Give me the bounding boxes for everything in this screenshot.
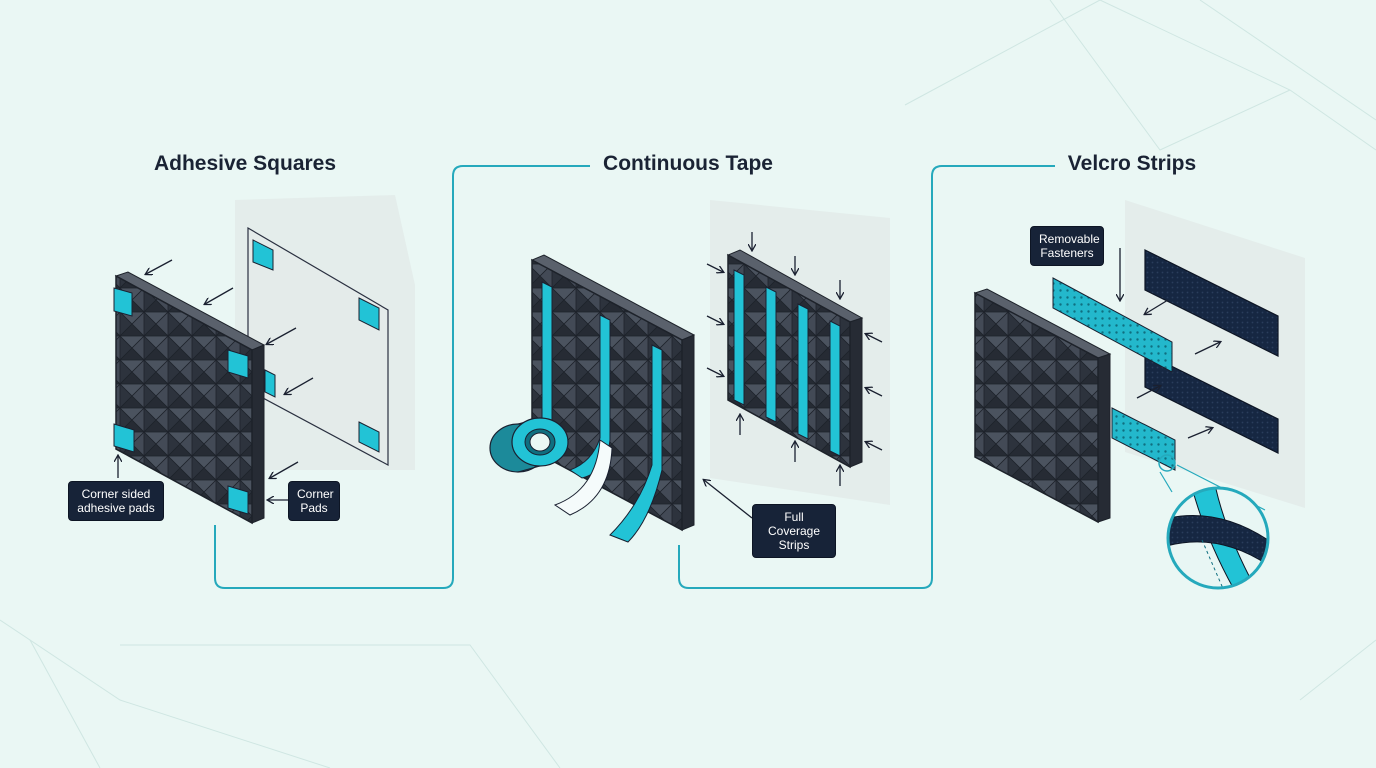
velcro-strips-illustration bbox=[973, 200, 1305, 590]
velcro-wall-strip-top bbox=[1144, 249, 1279, 357]
adhesive-squares-illustration bbox=[113, 195, 415, 525]
velcro-wall-strip-bottom bbox=[1144, 352, 1279, 454]
corner-pad bbox=[113, 287, 133, 317]
acoustic-panel bbox=[115, 274, 253, 525]
callout-corner-pads: Corner Pads bbox=[288, 481, 340, 521]
corner-pad bbox=[113, 423, 135, 453]
callout-corner-sided-adhesive-pads: Corner sided adhesive pads bbox=[68, 481, 164, 521]
callout-removable-fasteners: Removable Fasteners bbox=[1030, 226, 1104, 266]
tape-roll bbox=[489, 417, 569, 473]
adhesive-square-tl bbox=[252, 239, 274, 271]
acoustic-panel bbox=[974, 291, 1099, 524]
callout-full-coverage-strips: Full Coverage Strips bbox=[752, 504, 836, 558]
section-connector-lines bbox=[214, 165, 1055, 589]
section-title-continuous-tape: Continuous Tape bbox=[603, 152, 773, 175]
acoustic-panel-back bbox=[727, 253, 851, 469]
adhesive-square-tr bbox=[358, 297, 380, 331]
velcro-strip bbox=[1052, 277, 1173, 373]
velcro-strip bbox=[1111, 407, 1176, 471]
section-title-velcro-strips: Velcro Strips bbox=[1067, 152, 1197, 175]
section-title-adhesive-squares: Adhesive Squares bbox=[153, 152, 337, 175]
corner-pad bbox=[227, 349, 249, 379]
velcro-magnifier bbox=[1158, 454, 1270, 590]
corner-pad bbox=[227, 485, 249, 515]
continuous-tape-illustration bbox=[489, 200, 890, 543]
adhesive-square-br bbox=[358, 421, 380, 453]
